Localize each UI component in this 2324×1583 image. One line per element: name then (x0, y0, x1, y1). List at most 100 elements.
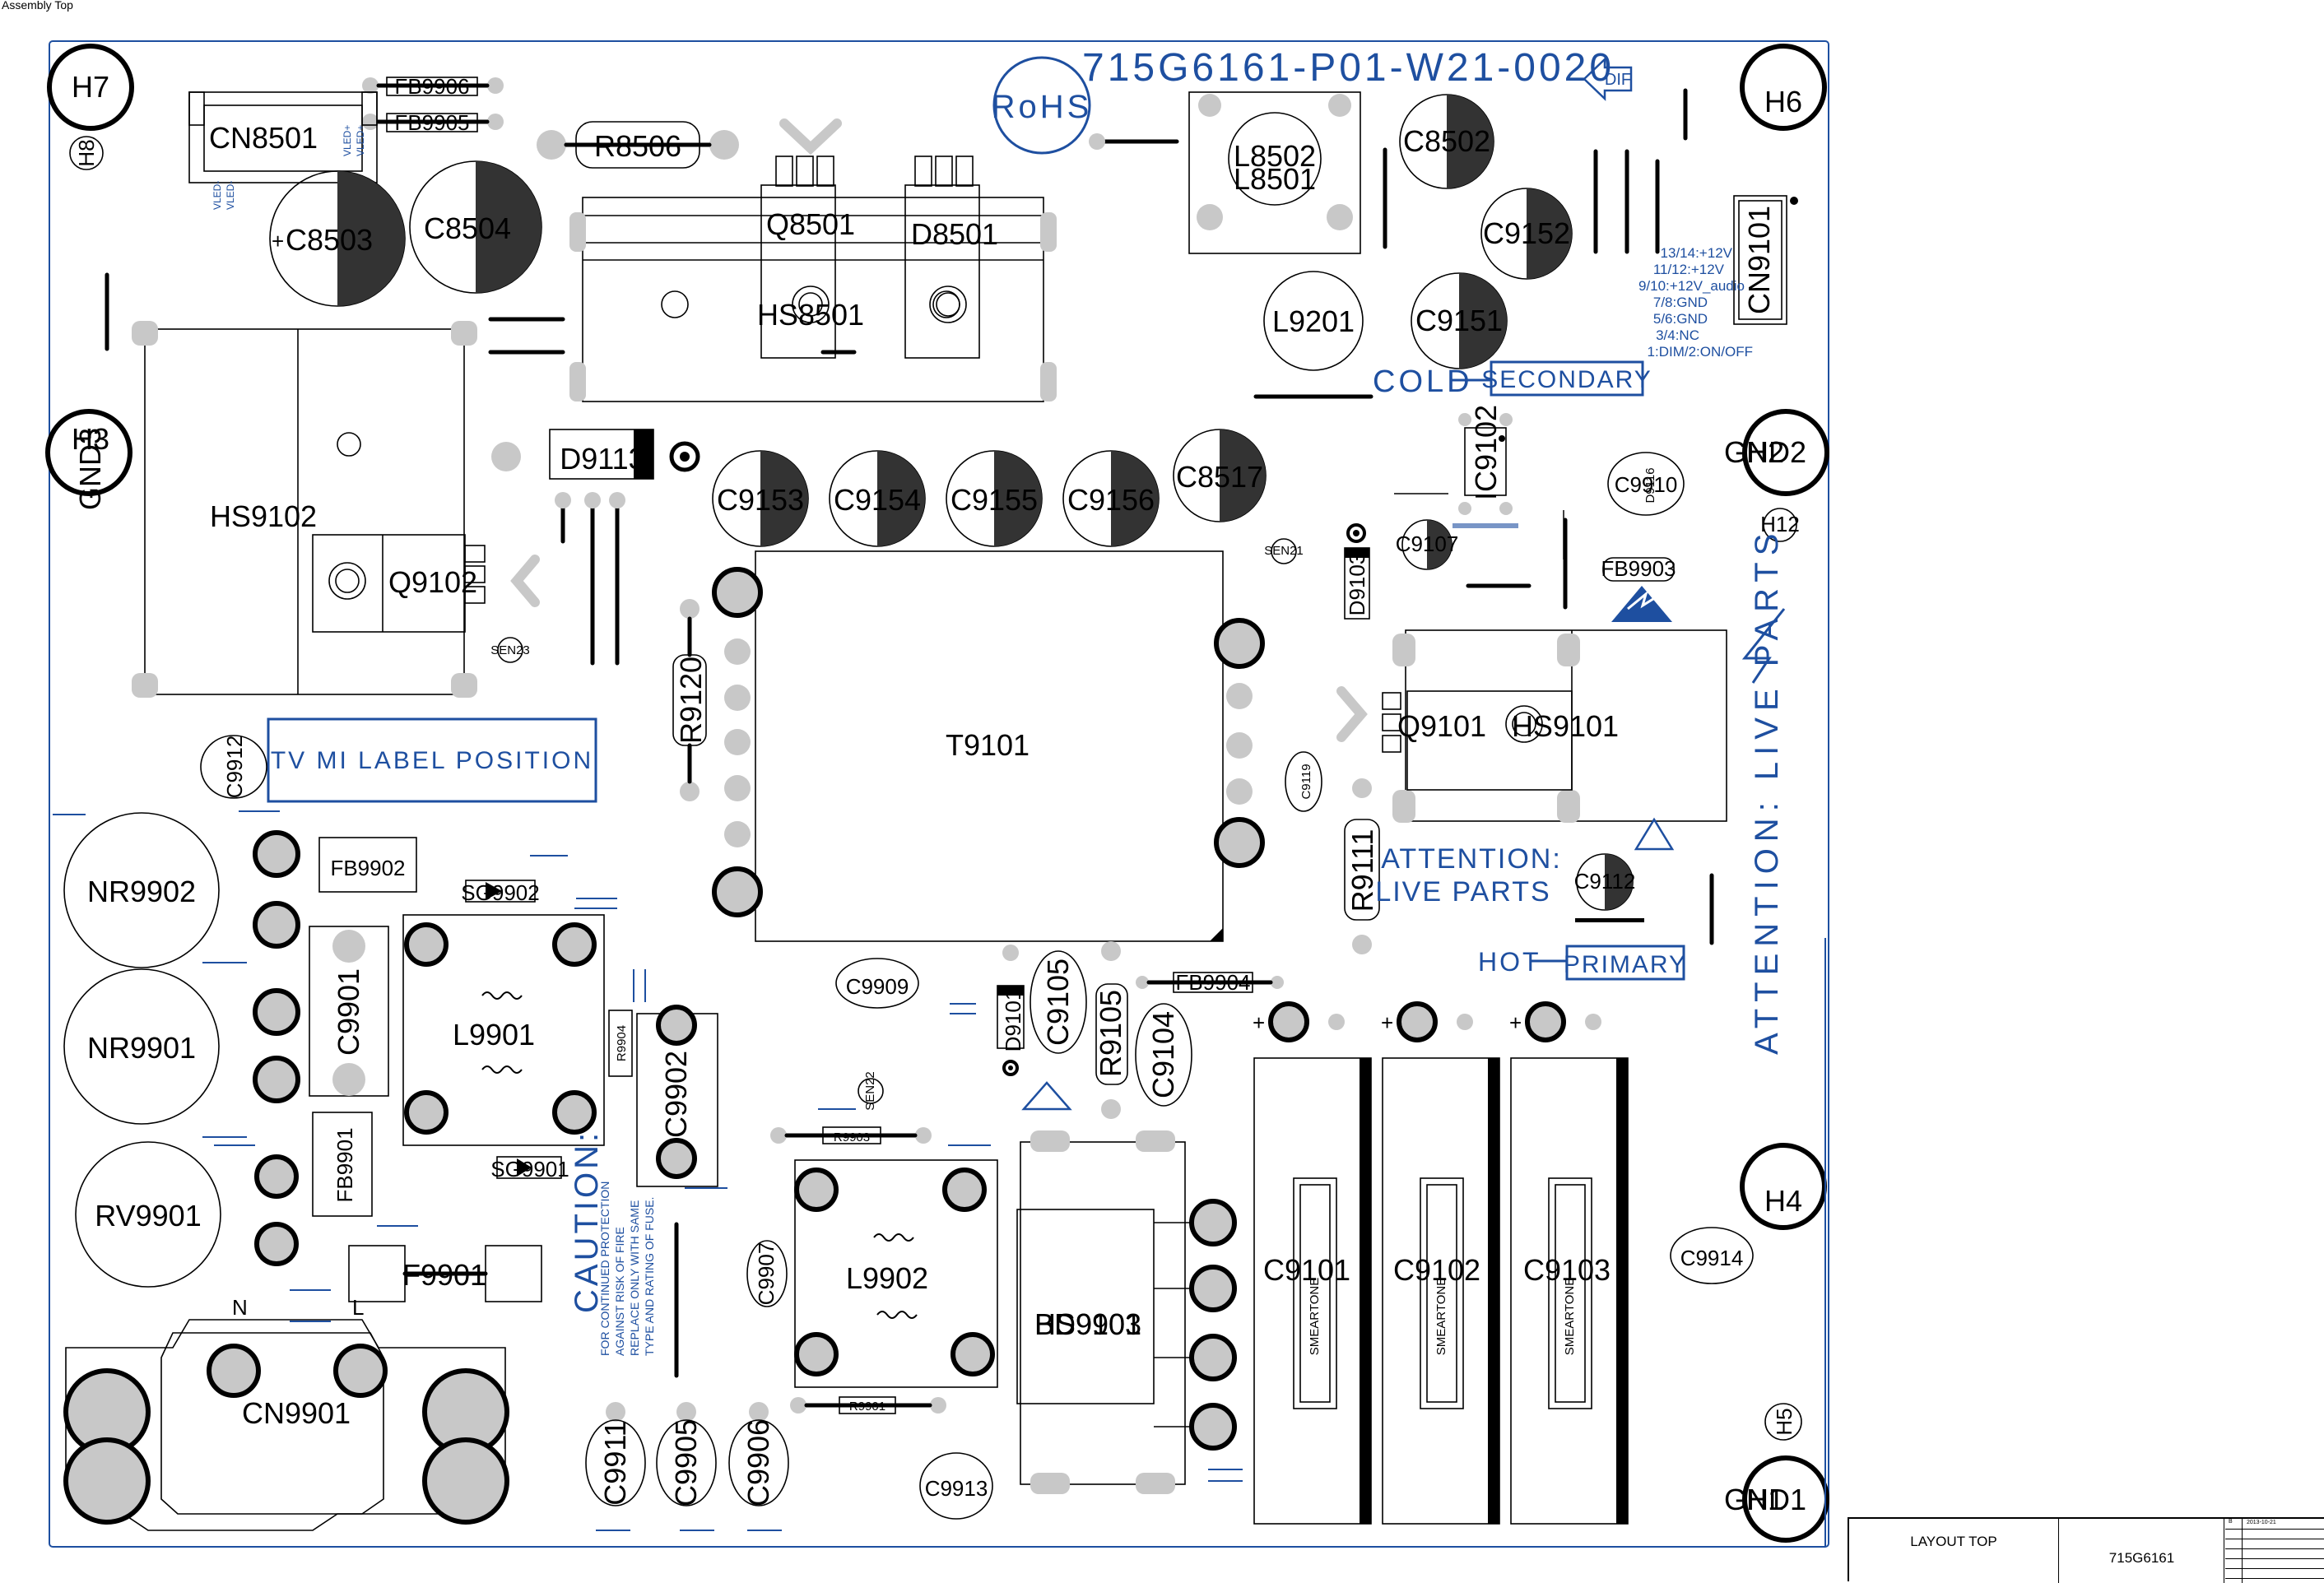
c9156: C9156 (1062, 450, 1160, 547)
fb9901: FB9901 (312, 1112, 373, 1217)
svg-text:RoHS: RoHS (992, 89, 1093, 125)
svg-text:C9154: C9154 (834, 483, 921, 517)
svg-text:5/6:GND: 5/6:GND (1653, 311, 1708, 327)
c9906: C9906 (728, 1402, 789, 1506)
title-block-drawing-number: 715G6161 (2060, 1519, 2224, 1583)
svg-text:R8506: R8506 (594, 129, 681, 163)
hole-H4: H4 (1740, 1143, 1827, 1230)
svg-text:L9902: L9902 (846, 1261, 928, 1295)
dif-arrow: DIF (1583, 57, 1633, 101)
svg-text:TV MI LABEL POSITION: TV MI LABEL POSITION (271, 747, 593, 774)
svg-text:FB9905: FB9905 (394, 110, 469, 135)
svg-text:VLED+: VLED+ (342, 125, 353, 156)
title-block-rev: B (2229, 1519, 2233, 1525)
svg-text:Q8501: Q8501 (766, 207, 855, 241)
svg-text:C8517: C8517 (1176, 460, 1263, 494)
r9120: R9120 (672, 599, 708, 801)
c9101: + C9101 SMEARTONE (1253, 1001, 1372, 1525)
title-block-title: LAYOUT TOP (1849, 1519, 2059, 1583)
c9151: C9151 (1411, 272, 1508, 369)
svg-text:C8502: C8502 (1403, 124, 1490, 158)
r9105: R9105 (1094, 941, 1128, 1119)
c9104: C9104 (1135, 1003, 1192, 1107)
svg-text:R9901: R9901 (849, 1400, 885, 1414)
svg-text:CN9101: CN9101 (1742, 206, 1776, 314)
svg-text:L8501: L8501 (1234, 162, 1316, 196)
svg-text:SMEARTONE: SMEARTONE (1563, 1278, 1577, 1355)
sg9902: SG9902 (461, 880, 540, 905)
svg-text:C9153: C9153 (717, 483, 804, 517)
c9105: C9105 (1030, 950, 1087, 1054)
svg-text:+: + (272, 229, 284, 253)
r9903: R9903 (770, 1126, 932, 1144)
title-block: LAYOUT TOP 715G6161 B 2013-10-21 (1848, 1517, 2324, 1583)
svg-text:C9910: C9910 (1615, 472, 1678, 497)
svg-text:GND2: GND2 (1724, 435, 1806, 469)
c9911: C9911 (585, 1402, 646, 1506)
attention-vertical: ATTENTION: LIVE PARTS (1749, 527, 1785, 1055)
d9113: D9113 (491, 429, 700, 480)
c9914: C9914 (1670, 1227, 1754, 1284)
svg-text:C9906: C9906 (741, 1419, 775, 1506)
r8506: R8506 (537, 121, 739, 169)
c9153: C9153 (712, 450, 809, 547)
l9901: L9901 (402, 914, 605, 1146)
nr9901: NR9901 (63, 968, 220, 1125)
svg-text:C9913: C9913 (925, 1476, 988, 1501)
fb9902: FB9902 (318, 837, 417, 893)
svg-text:C9107: C9107 (1396, 532, 1459, 556)
l9201: L9201 (1263, 271, 1364, 371)
c9905: C9905 (656, 1402, 717, 1506)
rv9901: RV9901 (75, 1141, 221, 1288)
svg-text:D8501: D8501 (911, 217, 998, 251)
svg-text:REPLACE ONLY WITH SAME: REPLACE ONLY WITH SAME (628, 1200, 641, 1356)
svg-text:L8502: L8502 (1234, 139, 1316, 173)
svg-text:C9907: C9907 (754, 1242, 779, 1306)
svg-text:L9201: L9201 (1272, 304, 1355, 338)
svg-text:R9111: R9111 (1346, 829, 1379, 912)
svg-text:VLED-: VLED- (211, 181, 223, 210)
cn9101: CN9101 (1733, 195, 1798, 325)
cold-label: COLD (1373, 364, 1473, 399)
c9102: + C9102 SMEARTONE (1381, 1001, 1500, 1525)
svg-text:C9156: C9156 (1067, 483, 1155, 517)
svg-text:13/14:+12V: 13/14:+12V (1661, 245, 1733, 261)
svg-text:SMEARTONE: SMEARTONE (1308, 1278, 1322, 1355)
svg-text:D9101: D9101 (1001, 989, 1025, 1052)
hole-H8: H8 (69, 136, 104, 170)
svg-text:C8503: C8503 (286, 223, 373, 257)
rohs-mark: RoHS (992, 56, 1093, 155)
svg-text:H1: H1 (1746, 1483, 1784, 1516)
svg-text:D9103: D9103 (1345, 553, 1369, 616)
part-number: 715G6161-P01-W21-0020 (1082, 46, 1615, 90)
esd-symbol (1611, 586, 1672, 622)
primary-label: PRIMARY (1564, 951, 1687, 978)
svg-text:C9901: C9901 (332, 968, 365, 1056)
svg-text:SEN23: SEN23 (490, 643, 530, 657)
svg-text:GND1: GND1 (1724, 1483, 1806, 1516)
svg-text:C9902: C9902 (659, 1051, 693, 1138)
svg-text:AGAINST RISK OF FIRE: AGAINST RISK OF FIRE (613, 1227, 626, 1356)
hole-H2: GND2 H2 (1724, 409, 1829, 496)
svg-text:3/4:NC: 3/4:NC (1656, 327, 1699, 343)
hole-H3: H3 GND3 (45, 409, 132, 510)
svg-text:VLED+: VLED+ (355, 125, 366, 156)
l-mark: L (352, 1295, 364, 1320)
hole-H7: H7 (47, 44, 134, 131)
svg-text:C9911: C9911 (598, 1420, 632, 1505)
svg-text:C9155: C9155 (951, 483, 1038, 517)
top-note: Assembly Top (2, 0, 73, 12)
sen23: SEN23 (490, 637, 530, 663)
svg-text:L9901: L9901 (453, 1018, 535, 1051)
cn8501: CN8501 VLED- VLED- VLED+ VLED+ (188, 91, 378, 210)
svg-text:H6: H6 (1764, 85, 1802, 118)
svg-text:11/12:+12V: 11/12:+12V (1653, 262, 1725, 277)
svg-text:CAUTION:: CAUTION: (569, 1130, 605, 1313)
c9155: C9155 (946, 450, 1043, 547)
c8504: C8504 (409, 160, 542, 294)
svg-text:C9101: C9101 (1263, 1253, 1350, 1287)
svg-text:HS9101: HS9101 (1512, 709, 1619, 743)
svg-text:C9151: C9151 (1415, 304, 1503, 337)
svg-text:H2: H2 (1746, 435, 1784, 469)
